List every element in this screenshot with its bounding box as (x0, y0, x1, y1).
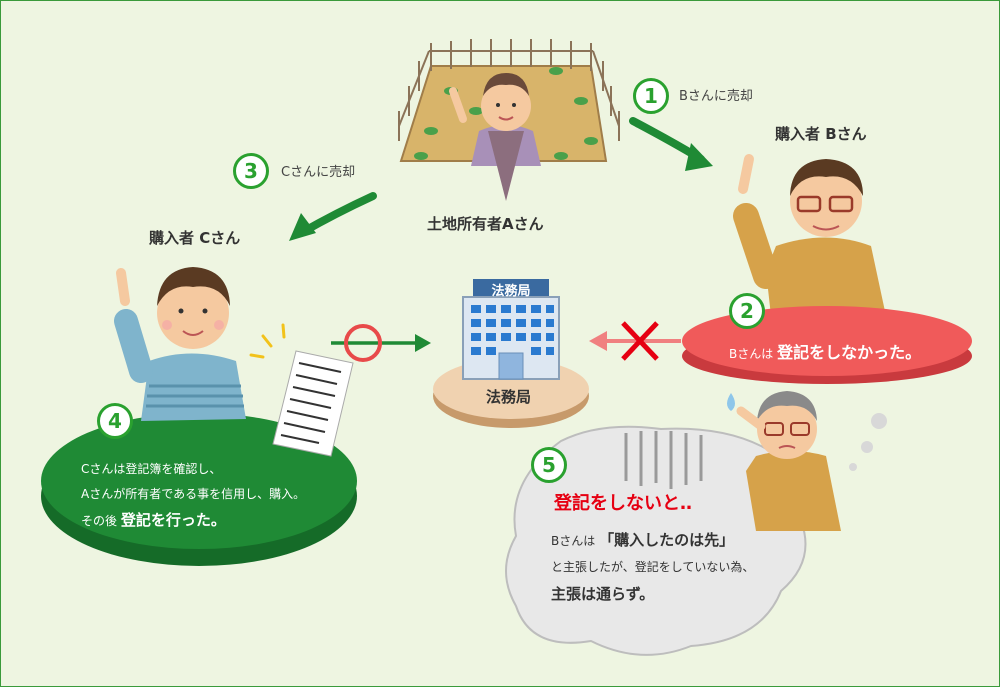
worried-b-figure (727, 391, 841, 531)
c-note-line1: Cさんは登記簿を確認し、 (81, 462, 222, 476)
buyer-b-figure (733, 154, 886, 316)
warning-headline: 登記をしないと‥ (554, 493, 693, 514)
buyer-b-label: 購入者 Bさん (775, 125, 867, 143)
b-note-emphasis: 登記をしなかった。 (777, 343, 922, 362)
b-note-prefix: Bさんは (729, 347, 774, 361)
owner-label: 土地所有者Aさん (427, 215, 544, 233)
registry-document (249, 323, 354, 457)
arrow-to-b (629, 117, 713, 171)
arrow-to-c (289, 192, 377, 241)
warning-line3: 主張は通らず。 (551, 585, 655, 603)
step-4-badge: 4 (97, 403, 133, 439)
registry-sign: 法務局 (491, 284, 531, 299)
c-note-line3-prefix: その後 (81, 514, 118, 528)
warning-line2: と主張したが、登記をしていない為、 (551, 560, 755, 574)
warning-line1-prefix: Bさんは (551, 534, 596, 548)
buyer-c-label: 購入者 Cさん (149, 229, 241, 247)
denied-arrow (589, 321, 681, 361)
warning-line1-quote: 「購入したのは先」 (599, 531, 735, 549)
step-2-badge: 2 (729, 293, 765, 329)
owner-a-figure (449, 73, 541, 201)
warning-cloud (505, 413, 887, 656)
step-3-badge: 3 (233, 153, 269, 189)
step-3-label: Cさんに売却 (281, 165, 356, 180)
registry-label: 法務局 (486, 388, 532, 406)
buyer-c-figure (114, 267, 246, 421)
c-note-line3: その後 登記を行った。 (81, 509, 226, 530)
approved-arrow (331, 324, 431, 362)
step-1-badge: 1 (633, 78, 669, 114)
c-platform (41, 413, 357, 549)
b-note: Bさんは 登記をしなかった。 (729, 339, 921, 363)
c-note-line3-emphasis: 登記を行った。 (120, 511, 226, 529)
c-note-line2: Aさんが所有者である事を信用し、購入。 (81, 487, 306, 501)
step-5-badge: 5 (531, 447, 567, 483)
step-1-label: Bさんに売却 (679, 89, 753, 104)
registry-building (433, 279, 589, 428)
warning-line1: Bさんは 「購入したのは先」 (551, 529, 734, 550)
